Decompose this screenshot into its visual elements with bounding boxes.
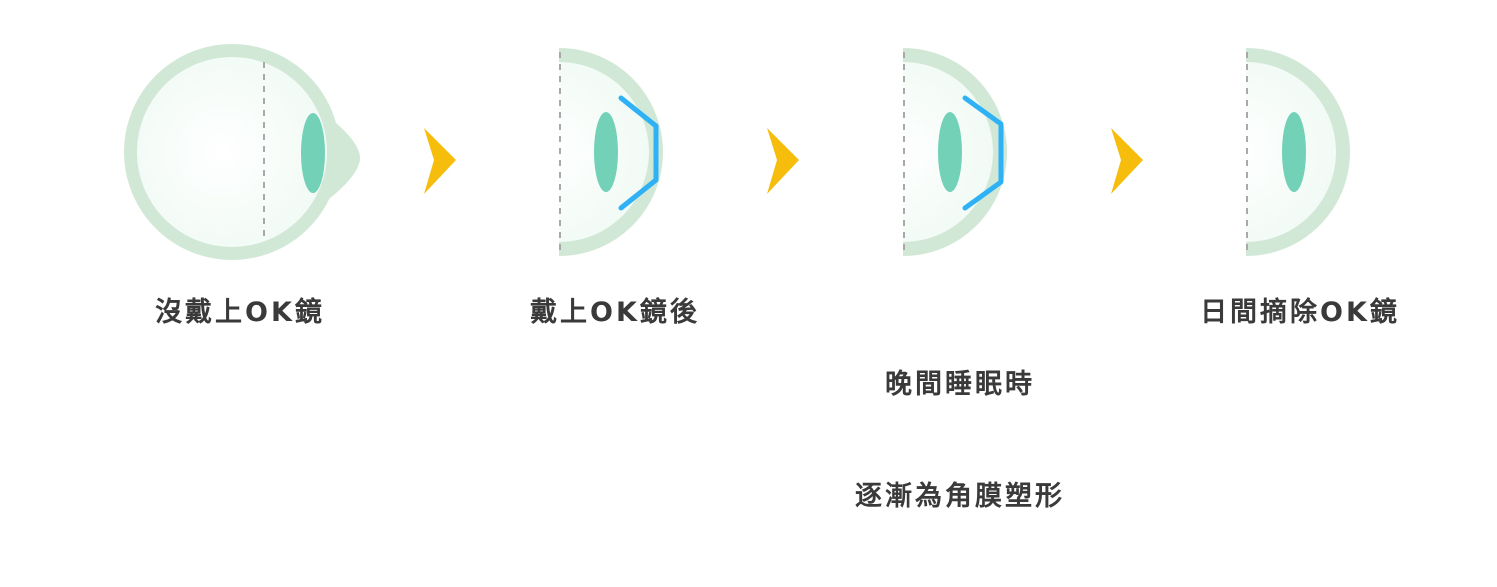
chevron-right-icon [767,128,799,194]
step-4-label: 日間摘除OK鏡 [1200,297,1400,328]
half-eye-reshaped-cornea-icon [1246,48,1350,256]
chevron-right-icon [1111,128,1143,194]
diagram-canvas [124,44,1350,260]
step-3-label-line-2: 逐漸為角膜塑形 [855,481,1065,512]
step-2-label: 戴上OK鏡後 [530,297,700,328]
ortho-k-process-diagram: 沒戴上OK鏡 戴上OK鏡後 晚間睡眠時 逐漸為角膜塑形 日間摘除OK鏡 [124,44,1400,512]
chevron-right-icon [424,128,456,194]
half-eye-with-ok-lens-icon [559,48,663,256]
half-eye-reshaping-cornea-icon [903,48,1007,256]
step-3-label-line-1: 晚間睡眠時 [885,369,1035,400]
step-1-label: 沒戴上OK鏡 [155,297,325,328]
full-eye-icon [124,44,360,260]
step-3-label: 晚間睡眠時 逐漸為角膜塑形 [820,295,1100,587]
